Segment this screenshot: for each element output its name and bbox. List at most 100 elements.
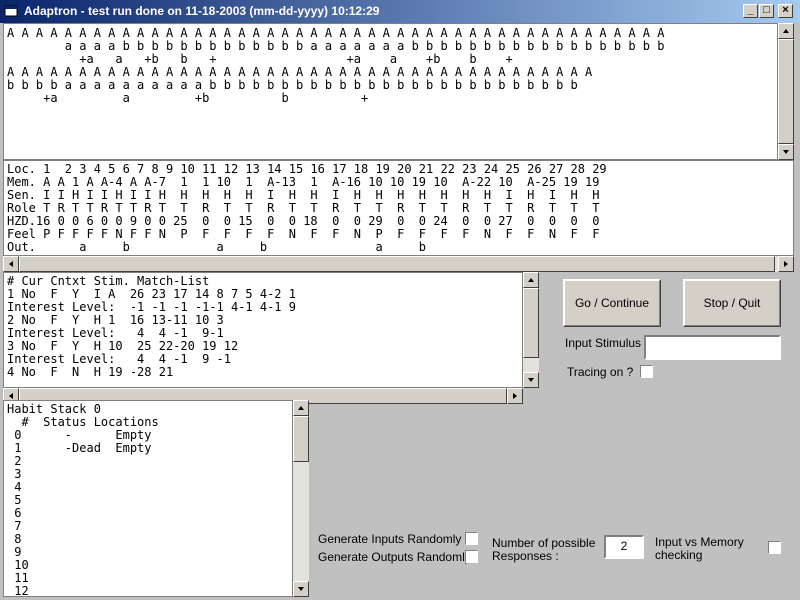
habit-line: 11: [7, 571, 29, 585]
habit-line: 5: [7, 493, 22, 507]
window-title: Adaptron - test run done on 11-18-2003 (…: [24, 4, 380, 18]
habit-line: # Status Locations: [7, 415, 159, 429]
memory-line: Role T R T T R T T R T T R T T R T T R T…: [7, 201, 600, 215]
arrow-down-icon: [298, 587, 304, 591]
stop-quit-button[interactable]: Stop / Quit: [683, 279, 781, 327]
habit-line: 10: [7, 558, 29, 572]
scroll-thumb[interactable]: [778, 39, 794, 144]
sequence-line: +a a +b b +: [7, 91, 369, 105]
scroll-thumb[interactable]: [523, 288, 539, 358]
num-responses-label-line2: Responses :: [492, 549, 559, 563]
go-continue-label: Go / Continue: [574, 296, 650, 310]
match-line: 1 No F Y I A 26 23 17 14 8 7 5 4-2 1: [7, 287, 296, 301]
input-vs-memory-label-line1: Input vs Memory: [655, 535, 744, 549]
arrow-up-icon: [298, 406, 304, 410]
scroll-thumb[interactable]: [293, 416, 309, 462]
match-line: Interest Level: 4 4 -1 9 -1: [7, 352, 231, 366]
memory-line: Sen. I I H I I H I I H H H H H I H H I H…: [7, 188, 600, 202]
num-responses-field[interactable]: 2: [604, 535, 644, 559]
memory-line: Mem. A A 1 A A-4 A A-7 1 1 10 1 A-13 1 A…: [7, 175, 600, 189]
match-line: 2 No F Y H 1 16 13-11 10 3: [7, 313, 224, 327]
match-line: # Cur Cntxt Stim. Match-List: [7, 274, 210, 288]
title-bar: Adaptron - test run done on 11-18-2003 (…: [0, 0, 800, 23]
arrow-right-icon: [513, 393, 517, 399]
habit-line: 1 -Dead Empty: [7, 441, 152, 455]
habit-lines: Habit Stack 0 # Status Locations 0 - Emp…: [7, 403, 159, 597]
habit-vscroll[interactable]: [293, 400, 309, 597]
scroll-up-button[interactable]: [523, 272, 539, 288]
maximize-icon: □: [763, 4, 770, 16]
sequence-line: b b b b a a a a a a a a a a b b b b b b …: [7, 78, 578, 92]
minimize-button[interactable]: _: [743, 4, 758, 18]
habit-line: 6: [7, 506, 22, 520]
memory-line: Loc. 1 2 3 4 5 6 7 8 9 10 11 12 13 14 15…: [7, 162, 607, 176]
close-button[interactable]: ×: [778, 4, 793, 18]
memory-hscroll[interactable]: [3, 256, 794, 272]
habit-line: 4: [7, 480, 22, 494]
arrow-up-icon: [528, 278, 534, 282]
habit-line: 12: [7, 584, 29, 597]
scroll-up-button[interactable]: [778, 23, 794, 39]
habit-line: Habit Stack 0: [7, 402, 101, 416]
arrow-left-icon: [9, 393, 13, 399]
sequence-line: +a a +b b + +a a +b b +: [7, 52, 513, 66]
match-line: Interest Level: 4 4 -1 9-1: [7, 326, 224, 340]
scroll-left-button[interactable]: [3, 256, 19, 272]
habit-line: 7: [7, 519, 22, 533]
habit-line: 2: [7, 454, 22, 468]
arrow-up-icon: [783, 29, 789, 33]
sequence-line: a a a a b b b b b b b b b b b b b a a a …: [7, 39, 665, 53]
button-bevel: [564, 280, 660, 326]
scroll-thumb[interactable]: [19, 256, 775, 272]
go-continue-button[interactable]: Go / Continue: [563, 279, 661, 327]
arrow-left-icon: [9, 261, 13, 267]
input-stimulus-field[interactable]: [644, 335, 781, 360]
habit-stack-panel[interactable]: Habit Stack 0 # Status Locations 0 - Emp…: [3, 400, 293, 597]
match-line: 4 No F N H 19 -28 21: [7, 365, 174, 379]
memory-line: Out. a b a b a b: [7, 240, 427, 254]
match-line: 3 No F Y H 10 25 22-20 19 12: [7, 339, 239, 353]
tracing-checkbox[interactable]: [640, 365, 653, 378]
scroll-right-button[interactable]: [507, 388, 523, 404]
input-stimulus-label: Input Stimulus :: [565, 336, 648, 350]
match-lines: # Cur Cntxt Stim. Match-List 1 No F Y I …: [7, 275, 296, 379]
habit-line: 3: [7, 467, 22, 481]
memory-line: Feel P F F F F N F F N P F F F F N F F N…: [7, 227, 600, 241]
match-list-panel[interactable]: # Cur Cntxt Stim. Match-List 1 No F Y I …: [3, 272, 523, 388]
num-responses-value: 2: [620, 539, 628, 553]
num-responses-label-line1: Number of possible: [492, 536, 596, 550]
habit-line: 0 - Empty: [7, 428, 152, 442]
habit-line: 9: [7, 545, 22, 559]
tracing-label: Tracing on ?: [567, 365, 634, 379]
scroll-down-button[interactable]: [778, 144, 794, 160]
memory-line: HZD.16 0 0 6 0 0 9 0 0 25 0 0 15 0 0 18 …: [7, 214, 600, 228]
generate-inputs-checkbox[interactable]: [465, 532, 478, 545]
close-icon: ×: [782, 4, 789, 16]
sequence-line: A A A A A A A A A A A A A A A A A A A A …: [7, 26, 665, 40]
scroll-down-button[interactable]: [523, 372, 539, 388]
generate-outputs-checkbox[interactable]: [465, 550, 478, 563]
stop-quit-label: Stop / Quit: [703, 296, 761, 310]
sequence-panel[interactable]: A A A A A A A A A A A A A A A A A A A A …: [3, 23, 778, 160]
maximize-button[interactable]: □: [759, 4, 774, 18]
sequence-lines: A A A A A A A A A A A A A A A A A A A A …: [7, 27, 664, 105]
scroll-right-button[interactable]: [778, 256, 794, 272]
arrow-down-icon: [783, 150, 789, 154]
match-vscroll[interactable]: [523, 272, 539, 388]
memory-panel[interactable]: Loc. 1 2 3 4 5 6 7 8 9 10 11 12 13 14 15…: [3, 160, 794, 256]
sequence-line: A A A A A A A A A A A A A A A A A A A A …: [7, 65, 593, 79]
scroll-down-button[interactable]: [293, 581, 309, 597]
generate-outputs-label: Generate Outputs Randomly?: [318, 550, 478, 564]
habit-line: 8: [7, 532, 22, 546]
app-window-icon: [4, 5, 18, 17]
arrow-right-icon: [784, 261, 788, 267]
generate-inputs-label: Generate Inputs Randomly ?: [318, 532, 472, 546]
memory-lines: Loc. 1 2 3 4 5 6 7 8 9 10 11 12 13 14 15…: [7, 163, 607, 254]
input-vs-memory-label-line2: checking: [655, 548, 703, 562]
match-line: Interest Level: -1 -1 -1 -1-1 4-1 4-1 9: [7, 300, 296, 314]
sequence-vscroll[interactable]: [778, 23, 794, 160]
button-bevel: [684, 280, 780, 326]
input-vs-memory-checkbox[interactable]: [768, 541, 781, 554]
arrow-down-icon: [528, 378, 534, 382]
scroll-up-button[interactable]: [293, 400, 309, 416]
